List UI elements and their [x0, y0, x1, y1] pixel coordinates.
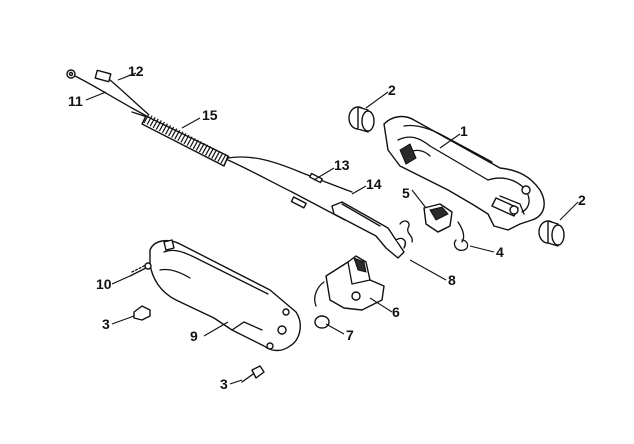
spring-coil: [195, 141, 202, 151]
spring-coil: [180, 133, 187, 143]
spring-coil: [192, 139, 199, 150]
screw-top: [129, 262, 152, 277]
callout-14: 14: [366, 176, 382, 192]
spring-coil: [177, 131, 184, 142]
callout-11: 11: [68, 93, 83, 109]
spring-coil: [158, 121, 165, 132]
spring-coil: [183, 134, 190, 145]
spring-coil: [174, 129, 181, 140]
callout-15: 15: [202, 107, 218, 123]
wiring-harness: [66, 69, 151, 119]
spring-coil: [155, 120, 162, 130]
leader-lines: [85, 72, 579, 385]
interlock-lever: [423, 203, 453, 233]
torsion-spring: [399, 220, 413, 243]
callout-1: 1: [460, 123, 468, 139]
spring-coil: [211, 149, 218, 159]
screw-bottom: [241, 365, 265, 383]
callout-6: 6: [392, 304, 400, 320]
throttle-cable: [227, 156, 353, 221]
spring-clip: [453, 221, 469, 251]
spring-coil: [201, 144, 208, 154]
callout-3-bottom: 3: [220, 376, 228, 392]
spring-coil: [214, 150, 221, 161]
spring-sleeve: [141, 113, 230, 167]
callout-13: 13: [334, 157, 350, 173]
spring-coil: [186, 136, 193, 146]
callout-labels: 12 11 15 1 2 2 13 14 5 4 8 6 7 9 10 3 3: [68, 63, 586, 392]
callout-2-left: 2: [388, 82, 396, 98]
spring-coil: [220, 154, 227, 164]
callout-7: 7: [346, 327, 354, 343]
spring-coil: [171, 128, 178, 138]
callout-2-right: 2: [578, 192, 586, 208]
callout-12: 12: [128, 63, 144, 79]
clamp-collar-left: [348, 106, 375, 133]
callout-3-middle: 3: [102, 316, 110, 332]
callout-10: 10: [96, 276, 112, 292]
spring-coil: [152, 118, 159, 129]
callout-5: 5: [402, 185, 410, 201]
clamp-collar-right: [538, 220, 565, 247]
screw-middle: [133, 305, 151, 321]
spring-coil: [217, 152, 224, 163]
spring-coil: [189, 137, 196, 148]
spring-coil: [205, 146, 212, 156]
spring-coil: [143, 113, 150, 124]
spring-coil: [149, 116, 156, 127]
throttle-trigger: [331, 201, 406, 259]
spring-coil: [208, 147, 215, 158]
spring-coil: [198, 142, 205, 153]
compression-spring: [314, 281, 330, 329]
handle-housing-upper: [383, 115, 545, 231]
callout-9: 9: [190, 328, 198, 344]
spring-coil: [165, 125, 172, 135]
callout-8: 8: [448, 272, 456, 288]
trigger-insert: [325, 255, 385, 311]
spring-coil: [161, 123, 168, 133]
callout-4: 4: [496, 244, 504, 260]
spring-coil: [146, 115, 153, 125]
spring-coil: [168, 126, 175, 137]
handle-housing-lower: [149, 239, 301, 352]
